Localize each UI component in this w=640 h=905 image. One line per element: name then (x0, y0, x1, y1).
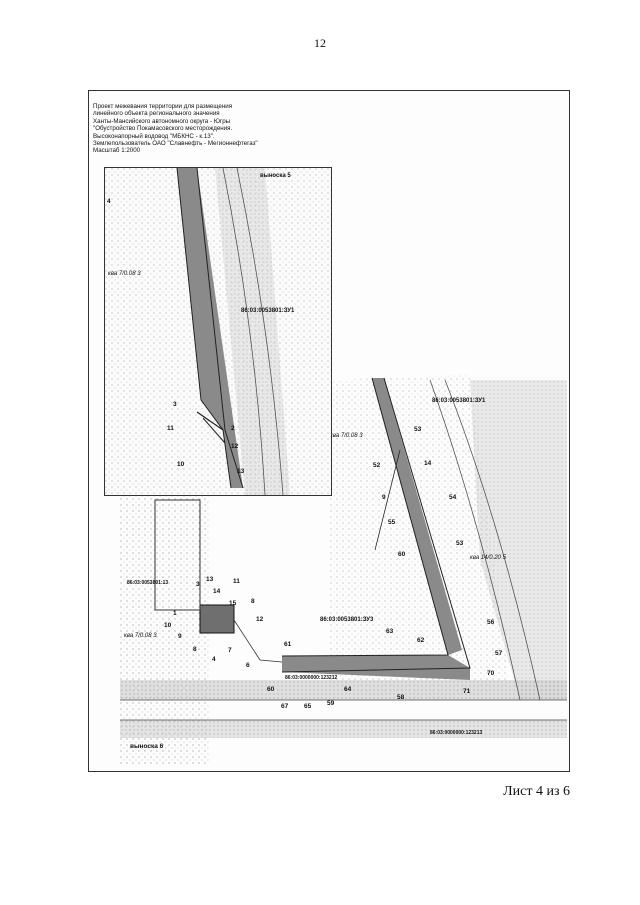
parcel-strip-zu1 (177, 168, 243, 488)
point-label: 10 (164, 622, 172, 629)
point-label: 13 (206, 576, 214, 583)
point-label: 8 (193, 646, 197, 653)
parcel-label: 86:03:0000000:123213 (430, 730, 483, 736)
parcel-label: 86:03:0053801:ЗУ3 (320, 617, 374, 623)
road-band (120, 720, 567, 738)
point-label: 52 (373, 462, 381, 469)
point-label: 2 (231, 425, 235, 432)
road-band (120, 680, 567, 700)
point-label: 12 (231, 443, 239, 450)
point-label: 14 (424, 460, 432, 467)
point-label: 3 (196, 581, 200, 588)
small-parcel (199, 604, 235, 634)
small-parcel-link (233, 619, 283, 663)
point-label: 4 (107, 198, 111, 205)
point-label: 14 (213, 588, 221, 595)
point-label: 9 (382, 494, 386, 501)
parcel-boundary (202, 417, 226, 444)
callout-label: выноска 6 (130, 743, 164, 750)
point-label: 65 (304, 703, 312, 710)
point-label: 3 (173, 401, 177, 408)
point-label: 56 (487, 619, 495, 626)
strip-edge (281, 377, 471, 673)
title-line: линейного объекта регионального значения (93, 110, 220, 118)
point-label: 1 (173, 610, 177, 617)
point-label: 57 (495, 650, 503, 657)
strip-edge (281, 377, 449, 657)
parcel-boundary (374, 449, 401, 551)
title-line: "Обустройство Покамасовского месторожден… (93, 125, 233, 133)
parcel-label: 86:03:0053801:ЗУ1 (241, 308, 295, 314)
parcel-label: 86:03:0053801:ЗУ1 (432, 398, 486, 404)
callout-label: выноска 5 (260, 173, 291, 179)
point-label: 7 (228, 647, 232, 654)
point-label: 63 (386, 628, 394, 635)
point-label: 10 (177, 461, 185, 468)
point-label: 67 (281, 703, 289, 710)
road-line (444, 379, 541, 701)
page-number: 12 (314, 36, 326, 50)
point-label: 9 (178, 633, 182, 640)
strip-edge (196, 168, 244, 489)
point-label: 53 (414, 426, 422, 433)
point-label: 8 (251, 598, 255, 605)
point-label: 11 (167, 425, 174, 432)
parcel-strip-zu3 (282, 655, 470, 680)
parcel-boundary (196, 411, 224, 431)
quarter-label: ква 7/0.08 3 (330, 433, 363, 439)
strip-edge (176, 168, 232, 489)
title-line: Масштаб 1:2000 (93, 147, 141, 155)
outline-parcel (154, 499, 201, 611)
title-line: Высоконапорный водовод "МБКНС - к.13". (93, 132, 215, 140)
point-label: 54 (449, 494, 457, 501)
quarter-label: ква 7/0.08 3 (108, 271, 141, 277)
point-label: 55 (388, 519, 396, 526)
point-label: 53 (456, 540, 464, 547)
point-label: 4 (212, 656, 216, 663)
parcel-label: 86:03:0000000:123212 (285, 675, 338, 681)
inset-map (105, 168, 331, 495)
point-label: 13 (237, 468, 245, 475)
inset-callout-5: выноска 5 86:03:0053801:ЗУ1 ква 7/0.08 3… (104, 167, 332, 496)
road-line (236, 168, 284, 495)
point-label: 11 (233, 578, 240, 585)
point-label: 60 (267, 686, 275, 693)
point-label: 58 (397, 694, 405, 701)
road-line (222, 168, 266, 495)
point-label: 64 (344, 686, 352, 693)
point-label: 71 (463, 688, 471, 695)
point-label: 6 (246, 662, 250, 669)
point-label: 70 (487, 670, 495, 677)
point-label: 59 (327, 700, 335, 707)
quarter-label: ква 14/0.20 5 (470, 555, 506, 561)
road-line (429, 379, 521, 701)
right-band (215, 168, 290, 495)
parcel-strip-zu1 (372, 378, 462, 655)
point-label: 15 (229, 600, 237, 607)
title-line: Проект межевания территории для размещен… (93, 103, 233, 110)
point-label: 62 (417, 637, 425, 644)
point-label: 60 (398, 551, 406, 558)
parcel-label: 86:03:0053801:13 (127, 580, 169, 586)
title-line: Ханты-Мансийского автономного округа - Ю… (93, 117, 231, 125)
point-label: 12 (256, 616, 264, 623)
quarter-label: ква 7/0.08 3 (124, 633, 157, 639)
title-line: Землепользователь ОАО "Славнефть - Мегио… (93, 140, 258, 148)
title-block: Проект межевания территории для размещен… (93, 103, 333, 155)
point-label: 61 (284, 641, 292, 648)
sheet-footer: Лист 4 из 6 (503, 784, 570, 799)
right-band (470, 380, 567, 700)
